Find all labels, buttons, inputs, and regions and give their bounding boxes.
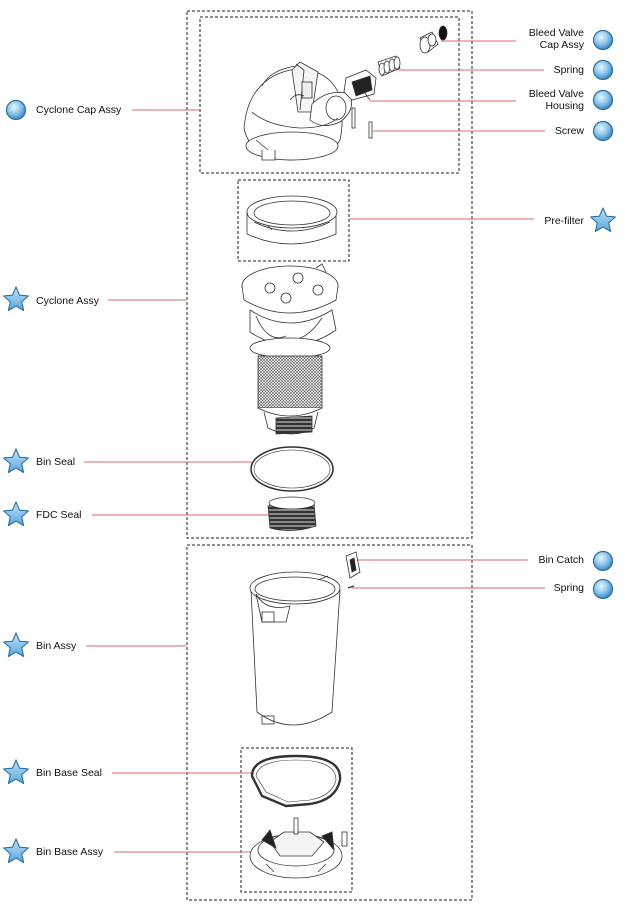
star-marker-bin-base-seal [3,759,29,785]
bin-base-box [240,747,353,893]
cyclone-assy-drawing [241,263,339,435]
group-boxes [186,10,473,901]
upper-assembly-box [186,10,473,539]
fdc-seal-drawing [267,496,317,531]
star-marker-bin-assy [3,632,29,658]
label-screw: Screw [554,125,584,137]
cyclone-cap-drawing [243,61,353,161]
circle-marker-bin-catch [592,550,614,572]
circle-marker-screw [592,120,614,142]
bin-seal-drawing [250,446,334,492]
circle-marker-bleed-valve-cap-assy [592,29,614,51]
bin-base-seal-drawing [250,754,342,808]
pre-filter-drawing [246,195,338,245]
pre-filter-box [237,179,350,262]
circle-marker-bleed-valve-housing [592,89,614,111]
label-cyclone-cap-assy: Cyclone Cap Assy [36,104,122,116]
bleed-valve-drawings [343,25,448,139]
star-marker-cyclone-assy [3,286,29,312]
label-cyclone-assy: Cyclone Assy [36,295,100,307]
lower-assembly-box [186,544,473,901]
label-fdc-seal: FDC Seal [36,509,82,521]
label-bleed-valve-cap-assy: Bleed Valve Cap Assy [529,27,584,51]
star-marker-fdc-seal [3,501,29,527]
label-bin-base-seal: Bin Base Seal [36,767,102,779]
part-drawings [241,25,448,879]
label-bleed-valve-housing-line1: Bleed Valve [528,88,584,100]
markers [3,29,616,864]
label-spring-bottom: Spring [553,582,584,594]
label-bleed-valve-cap-assy-line2: Cap Assy [539,39,584,51]
bin-assy-drawing [249,571,341,726]
leader-lines [84,40,545,853]
label-bleed-valve-housing-line2: Housing [545,100,584,112]
label-bin-base-assy: Bin Base Assy [36,846,104,858]
cyclone-cap-box [199,16,460,174]
bin-base-assy-drawing [249,817,348,879]
label-pre-filter: Pre-filter [544,215,584,227]
star-marker-bin-seal [3,448,29,474]
label-bin-catch: Bin Catch [538,554,584,566]
star-markers [3,207,616,864]
circle-marker-spring-bottom [592,578,614,600]
star-marker-bin-base-assy [3,838,29,864]
circle-marker-spring-top [592,59,614,81]
bin-catch-drawing [345,551,361,589]
label-bleed-valve-cap-assy-line1: Bleed Valve [528,27,584,39]
star-marker-pre-filter [590,207,616,233]
label-bin-seal: Bin Seal [36,456,76,468]
label-bin-assy: Bin Assy [36,640,77,652]
label-bleed-valve-housing: Bleed Valve Housing [529,88,584,112]
circle-marker-cyclone-cap-assy [5,99,27,121]
label-spring-top: Spring [553,64,584,76]
